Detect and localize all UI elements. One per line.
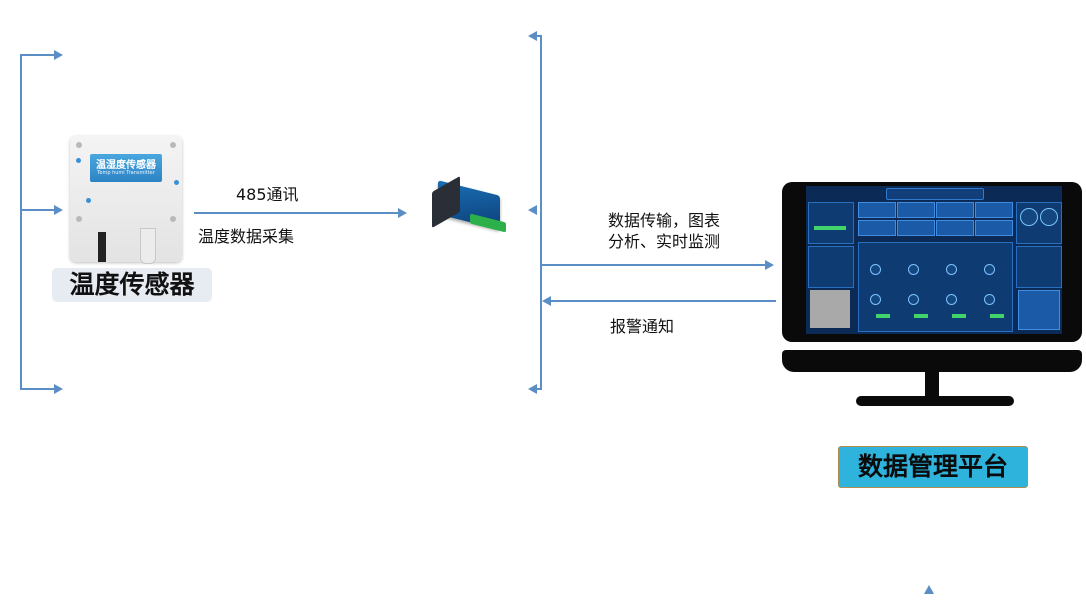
- forward-label-line1: 数据传输，图表: [607, 211, 720, 230]
- dashboard-tile: [975, 202, 1013, 218]
- monitor-bottom-bezel: [782, 350, 1082, 372]
- dashboard-tile: [975, 220, 1013, 236]
- dashboard-tile: [897, 220, 935, 236]
- sensor-screw: [170, 216, 176, 222]
- dashboard-sensor-icon: [946, 264, 957, 275]
- platform-to-gateway-arrow: [542, 296, 551, 306]
- dashboard-panel: [808, 246, 854, 288]
- sensor-to-gateway-line: [194, 212, 400, 214]
- middle-bracket-bottom-arrow: [528, 384, 537, 394]
- dashboard-sensor-panel: [858, 242, 1013, 332]
- middle-bracket-vertical-line: [540, 36, 542, 390]
- alarm-label: 报警通知: [610, 317, 675, 336]
- sensor-screw: [76, 142, 82, 148]
- sensor-to-gateway-arrow: [398, 208, 407, 218]
- sensor-nameplate: 温湿度传感器 Temp humi Transmitter: [90, 154, 162, 182]
- sensor-cable: [98, 232, 106, 262]
- dashboard-tile: [858, 220, 896, 236]
- forward-label-line2: 分析、实时监测: [607, 232, 720, 251]
- dashboard-camera-view: [810, 290, 850, 328]
- sensor-indicator-dot: [86, 198, 91, 203]
- sensor-indicator-dot: [76, 158, 81, 163]
- gateway-to-platform-arrow: [765, 260, 774, 270]
- middle-bracket-top-line: [536, 35, 542, 37]
- gateway-front-panel: [432, 175, 460, 229]
- protocol-label: 485通讯: [236, 185, 299, 204]
- sensor-indicator-dot: [174, 180, 179, 185]
- dashboard-sensor-icon: [984, 264, 995, 275]
- dashboard-tile: [1018, 290, 1060, 330]
- monitor-stand-neck: [925, 370, 939, 396]
- dashboard-sensor-icon: [870, 294, 881, 305]
- left-bracket-middle-line: [20, 209, 56, 211]
- dashboard-sensor-icon: [870, 264, 881, 275]
- left-bracket-top-arrow: [54, 50, 63, 60]
- dashboard-tile: [936, 202, 974, 218]
- dashboard-header: [886, 188, 984, 200]
- middle-bracket-bottom-line: [536, 388, 542, 390]
- left-bracket-bottom-line: [20, 388, 56, 390]
- sensor-screw: [170, 142, 176, 148]
- dashboard-tile: [897, 202, 935, 218]
- platform-title-badge: 数据管理平台: [838, 446, 1028, 488]
- sensor-device-sublabel: Temp humi Transmitter: [97, 170, 155, 176]
- left-bracket-bottom-arrow: [54, 384, 63, 394]
- middle-bracket-middle-arrow: [528, 205, 537, 215]
- left-bracket-top-line: [20, 54, 56, 56]
- dashboard-sensor-icon: [946, 294, 957, 305]
- sensor-probe: [140, 228, 156, 264]
- dashboard-value-bar: [914, 314, 928, 318]
- sensor-title-badge: 温度传感器: [52, 268, 212, 302]
- dashboard-sensor-icon: [908, 264, 919, 275]
- monitor-stand-base: [856, 396, 1014, 406]
- collection-label: 温度数据采集: [198, 227, 295, 246]
- dashboard-value-bar: [876, 314, 890, 318]
- dashboard-value-bar: [952, 314, 966, 318]
- dashboard-tile: [936, 220, 974, 236]
- dashboard-indicator: [814, 226, 846, 230]
- middle-bracket-top-arrow: [528, 31, 537, 41]
- sensor-device-label: 温湿度传感器: [96, 160, 156, 171]
- gateway-to-platform-line: [542, 264, 766, 266]
- dashboard-value-bar: [990, 314, 1004, 318]
- platform-to-gateway-line: [550, 300, 776, 302]
- stray-arrow: [924, 585, 934, 594]
- dashboard-gauge-icon: [1040, 208, 1058, 226]
- dashboard-sensor-icon: [908, 294, 919, 305]
- temperature-sensor-device: 温湿度传感器 Temp humi Transmitter: [70, 136, 182, 264]
- gateway-device: [430, 175, 510, 238]
- dashboard-sensor-icon: [984, 294, 995, 305]
- dashboard-gauge-icon: [1020, 208, 1038, 226]
- dashboard-panel: [808, 202, 854, 244]
- sensor-screw: [76, 216, 82, 222]
- dashboard-screen: [806, 186, 1062, 334]
- monitor-screen-frame: [782, 182, 1082, 342]
- dashboard-tile: [858, 202, 896, 218]
- left-bracket-vertical-line: [20, 54, 22, 390]
- left-bracket-middle-arrow: [54, 205, 63, 215]
- dashboard-panel: [1016, 246, 1062, 288]
